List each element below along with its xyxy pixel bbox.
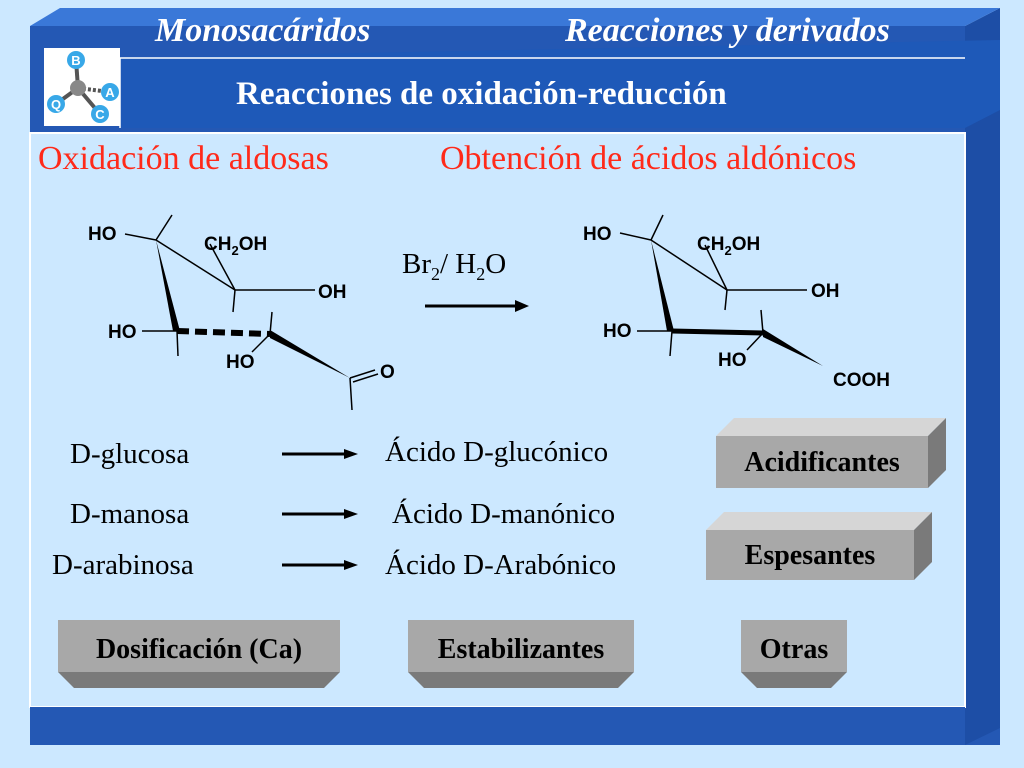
product-arabonic: Ácido D-Arabónico [385, 549, 617, 581]
svg-text:HO: HO [583, 224, 612, 245]
logo-letter-q: Q [47, 95, 65, 113]
heading-oxidation: Oxidación de aldosas [38, 140, 329, 177]
svg-text:Otras: Otras [760, 634, 829, 665]
svg-text:CH2OH: CH2OH [204, 234, 267, 258]
svg-text:Espesantes: Espesantes [745, 540, 876, 571]
reactant-glucose: D-glucosa [70, 438, 190, 470]
svg-text:Acidificantes: Acidificantes [744, 447, 900, 478]
logo-letter-b: B [67, 51, 85, 69]
logo-letter-a: A [101, 83, 119, 101]
aldose-structure: HO CH2OH OH HO HO O [88, 214, 395, 411]
svg-text:A: A [105, 85, 115, 100]
reaction-arrow [425, 300, 529, 312]
header-left-title: Monosacáridos [155, 12, 371, 49]
logo-letter-c: C [91, 105, 109, 123]
button-estabilizantes[interactable]: Estabilizantes [408, 620, 636, 692]
button-espesantes[interactable]: Espesantes [706, 510, 934, 582]
svg-text:OH: OH [318, 282, 347, 303]
svg-text:HO: HO [718, 350, 747, 371]
svg-text:HO: HO [108, 322, 137, 343]
page-subtitle: Reacciones de oxidación-reducción [236, 76, 727, 112]
product-mannonic: Ácido D-manónico [392, 498, 616, 530]
svg-text:OH: OH [811, 281, 840, 302]
svg-text:O: O [380, 362, 395, 383]
button-dosificacion[interactable]: Dosificación (Ca) [58, 620, 344, 692]
product-gluconic: Ácido D-glucónico [385, 436, 609, 468]
reactant-arabinose: D-arabinosa [52, 549, 194, 581]
button-acidificantes[interactable]: Acidificantes [716, 416, 948, 490]
svg-text:HO: HO [603, 321, 632, 342]
svg-text:HO: HO [88, 224, 117, 245]
aldonic-acid-structure: HO CH2OH OH HO HO COOH [583, 214, 890, 391]
svg-text:Dosificación (Ca): Dosificación (Ca) [96, 634, 302, 665]
svg-text:CH2OH: CH2OH [697, 234, 760, 258]
arrow-mannose [282, 509, 358, 519]
svg-text:Q: Q [51, 97, 61, 112]
heading-aldonic-acids: Obtención de ácidos aldónicos [440, 140, 857, 177]
arrow-arabinose [282, 560, 358, 570]
svg-text:COOH: COOH [833, 370, 890, 391]
reactant-mannose: D-manosa [70, 498, 190, 530]
molecule-logo: B A C Q [44, 48, 120, 126]
header-right-title: Reacciones y derivados [565, 12, 890, 49]
button-otras[interactable]: Otras [741, 620, 851, 692]
svg-text:HO: HO [226, 352, 255, 373]
svg-text:B: B [71, 53, 80, 68]
svg-text:C: C [95, 107, 105, 122]
svg-text:Estabilizantes: Estabilizantes [438, 634, 605, 665]
arrow-glucose [282, 449, 358, 459]
reagent-label: Br2/ H2O [402, 248, 507, 284]
